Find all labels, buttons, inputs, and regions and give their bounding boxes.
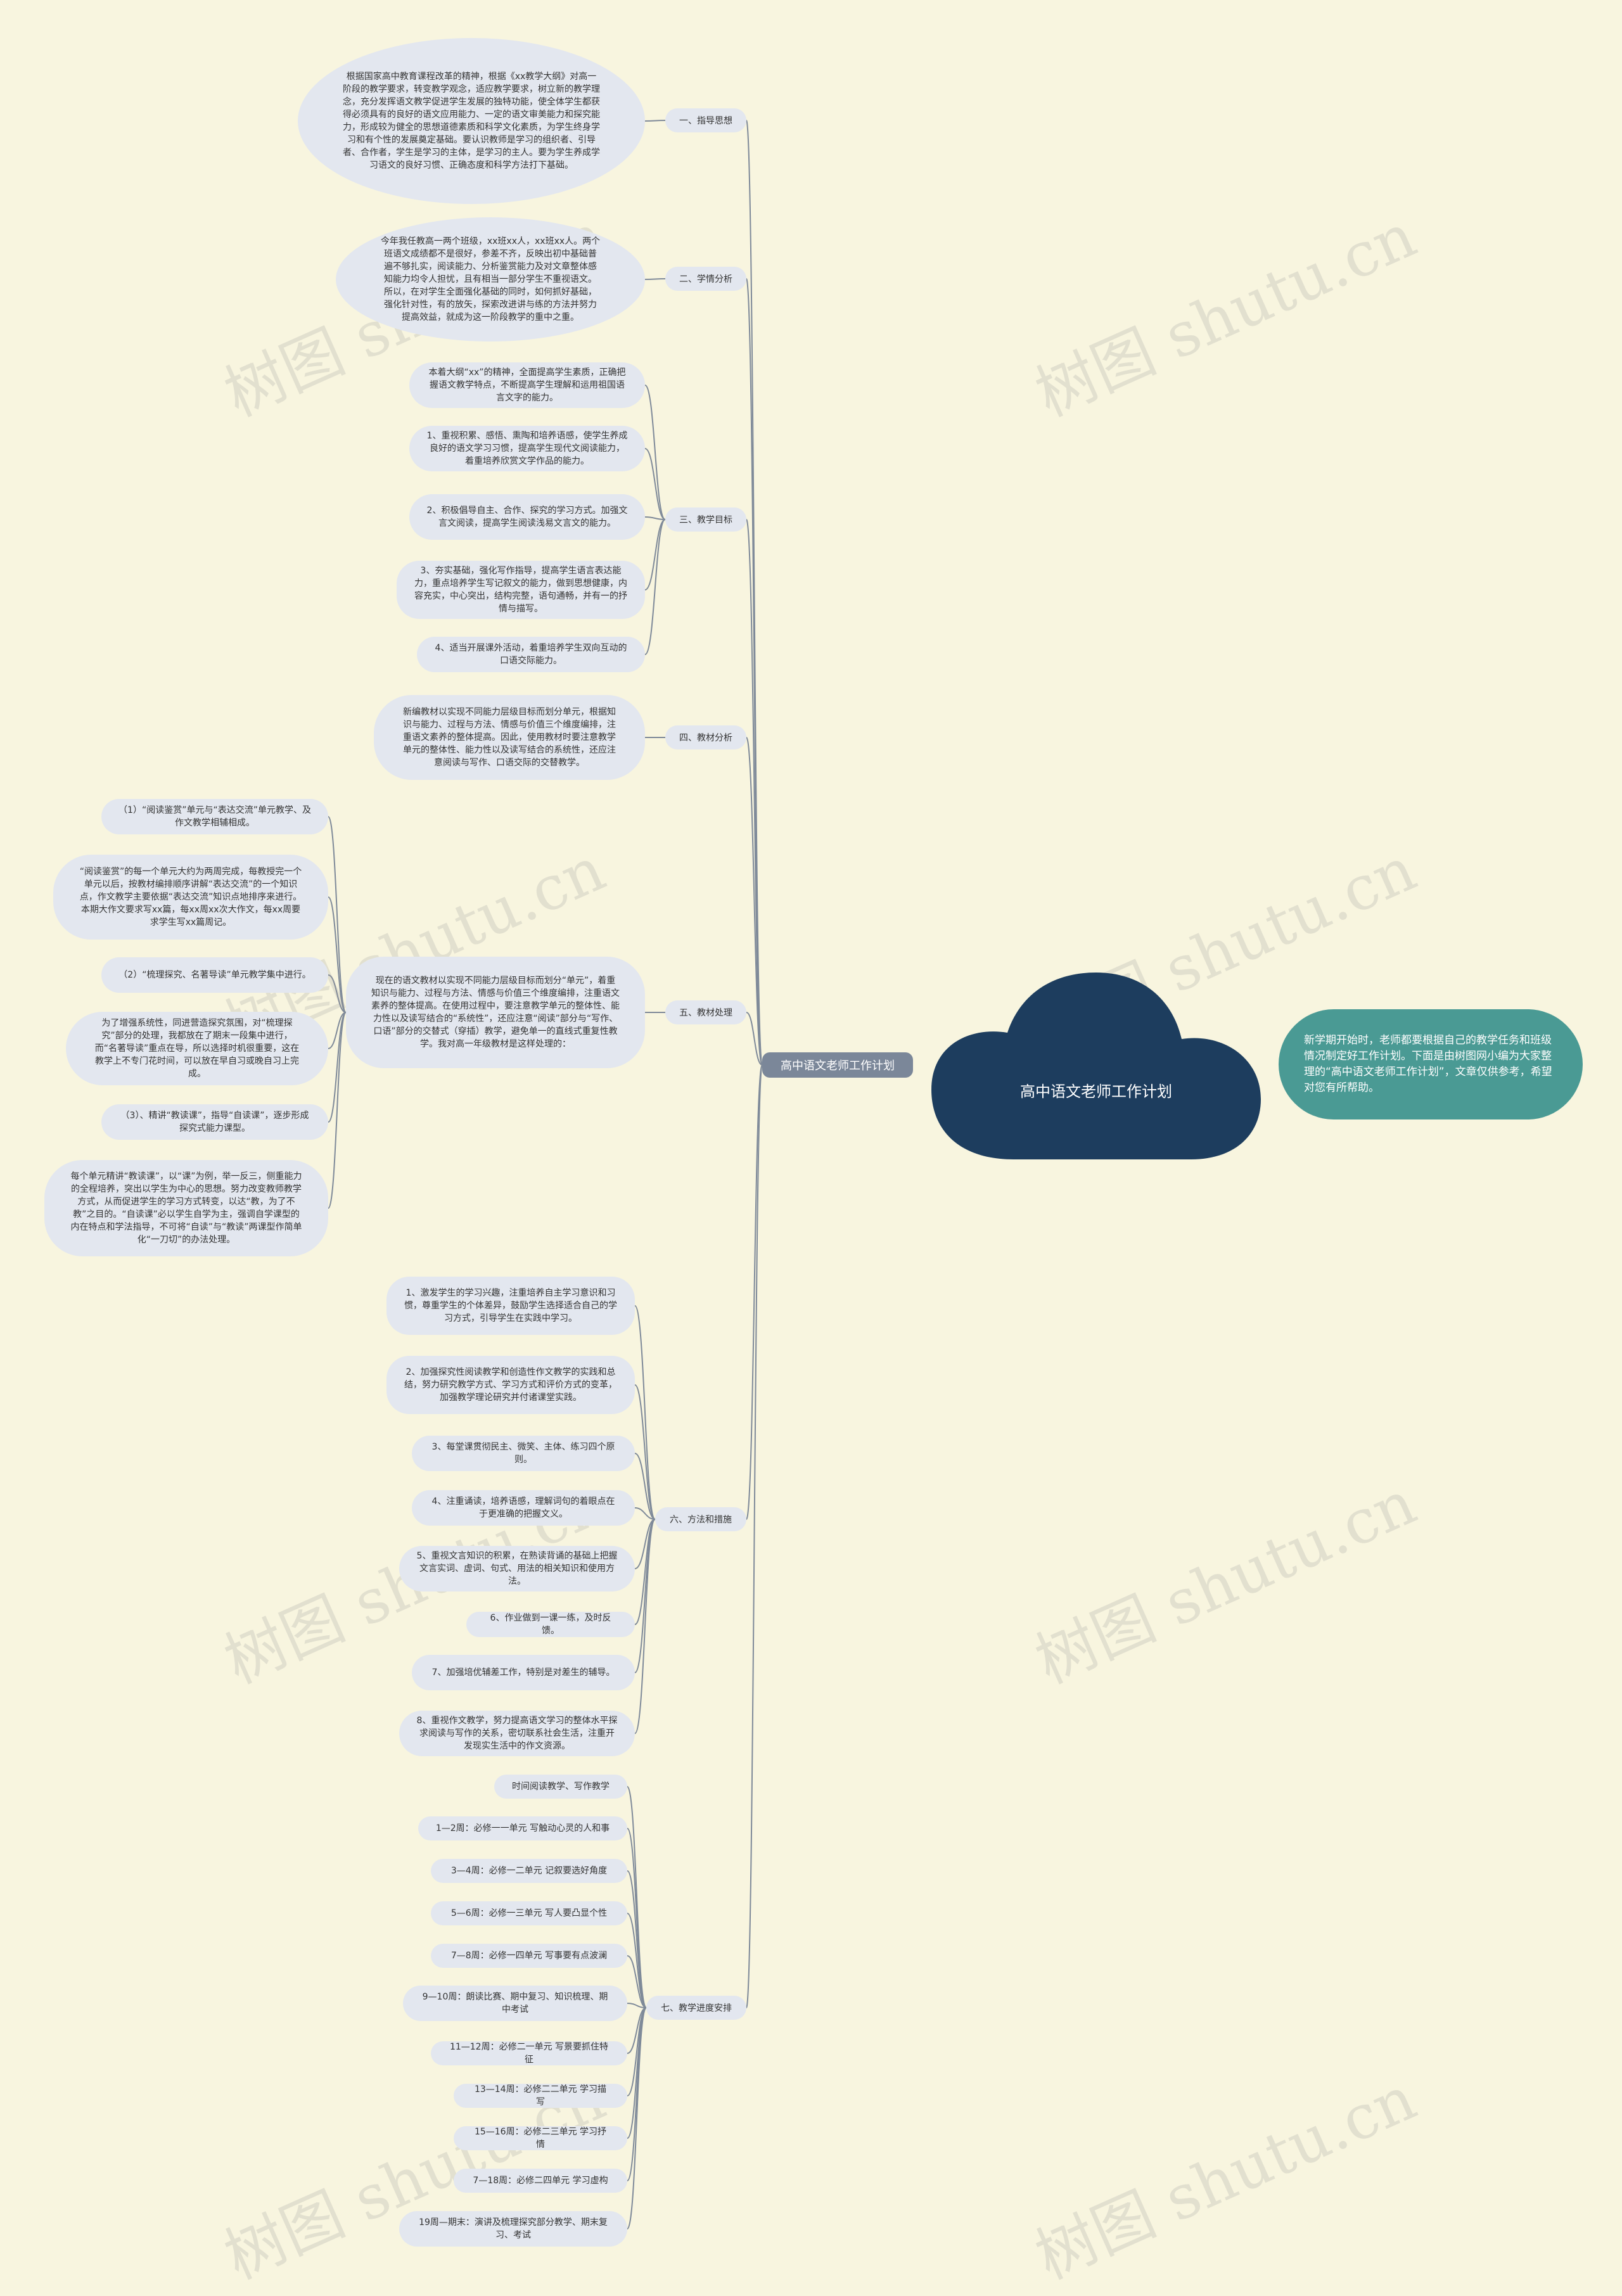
- hub-node[interactable]: 高中语文老师工作计划: [762, 1052, 913, 1078]
- leaf-node[interactable]: 6、作业做到一课一练，及时反馈。: [466, 1612, 635, 1637]
- connector-line: [634, 1519, 656, 1625]
- connector-line: [644, 448, 666, 520]
- leaf-node[interactable]: 5、重视文言知识的积累，在熟读背诵的基础上把握文言实词、虚词、句式、用法的相关知…: [399, 1546, 635, 1591]
- root-cloud-shape: [931, 973, 1261, 1159]
- leaf-node[interactable]: 1—2周：必修一一单元 写触动心灵的人和事: [418, 1816, 627, 1840]
- connector-line: [644, 120, 666, 122]
- branch-node[interactable]: 四、教材分析: [665, 725, 746, 749]
- leaf-node[interactable]: 13—14周：必修二二单元 学习描写: [454, 2084, 627, 2108]
- branch-node[interactable]: 五、教材处理: [665, 1000, 746, 1024]
- leaf-node[interactable]: 5—6周：必修一三单元 写人要凸显个性: [431, 1901, 627, 1925]
- connector-line: [634, 1519, 656, 1569]
- subleaf-node[interactable]: （3）、精讲“教读课”，指导“自读课”，逐步形成探究式能力课型。: [101, 1104, 328, 1140]
- connector-line: [627, 2007, 647, 2181]
- branch-node[interactable]: 六、方法和措施: [655, 1507, 746, 1531]
- subleaf-node[interactable]: 每个单元精讲“教读课”，以“课”为例，举一反三，侧重能力的全程培养，突出以学生为…: [44, 1160, 328, 1256]
- leaf-node[interactable]: 3—4周：必修一二单元 记叙要选好角度: [431, 1859, 627, 1883]
- leaf-node[interactable]: 8、重视作文教学，努力提高语文学习的整体水平探求阅读与写作的关系，密切联系社会生…: [399, 1711, 635, 1756]
- connector-line: [634, 1305, 656, 1520]
- connector-line: [644, 385, 666, 520]
- branch-node[interactable]: 七、教学进度安排: [646, 1996, 746, 2020]
- branch-node[interactable]: 一、指导思想: [665, 108, 746, 132]
- leaf-node[interactable]: 15—16周：必修二三单元 学习抒情: [454, 2126, 627, 2150]
- leaf-node[interactable]: 7、加强培优辅差工作，特别是对差生的辅导。: [412, 1655, 635, 1690]
- connector-line: [746, 1064, 763, 1520]
- leaf-node[interactable]: 2、积极倡导自主、合作、探究的学习方式。加强文言文阅读，提高学生阅读浅易文言文的…: [409, 494, 645, 540]
- branch-node[interactable]: 二、学情分析: [665, 267, 746, 291]
- connector-line: [627, 1955, 647, 2008]
- leaf-node[interactable]: 7—18周：必修二四单元 学习虚构: [454, 2169, 627, 2193]
- leaf-node[interactable]: 今年我任教高一两个班级，xx班xx人，xx班xx人。两个班语文成绩都不是很好，参…: [336, 217, 645, 341]
- leaf-node[interactable]: 11—12周：必修二一单元 写景要抓住特征: [431, 2041, 627, 2065]
- leaf-node[interactable]: 1、激发学生的学习兴趣，注重培养自主学习意识和习惯，尊重学生的个体差异，鼓励学生…: [386, 1277, 635, 1335]
- connector-line: [328, 1012, 347, 1209]
- leaf-node[interactable]: 现在的语文教材以实现不同能力层级目标而划分“单元”，着重知识与能力、过程与方法、…: [346, 957, 645, 1068]
- root-title[interactable]: 高中语文老师工作计划: [1020, 1083, 1172, 1100]
- subleaf-node[interactable]: 为了增强系统性，同进营造探究氛围，对“梳理探究”部分的处理，我都放在了期末一段集…: [66, 1012, 328, 1085]
- connector-line: [634, 1519, 656, 1734]
- connector-line: [644, 519, 666, 655]
- leaf-node[interactable]: 本着大纲“xx”的精神，全面提高学生素质，正确把握语文教学特点，不断提高学生理解…: [409, 362, 645, 408]
- connector-line: [634, 1453, 656, 1520]
- connector-line: [746, 519, 763, 1066]
- leaf-node[interactable]: 19周—期末：演讲及梳理探究部分教学、期末复习、考试: [399, 2211, 627, 2247]
- leaf-node[interactable]: 2、加强探究性阅读教学和创造性作文教学的实践和总结，努力研究教学方式、学习方式和…: [386, 1356, 635, 1414]
- connector-line: [627, 2003, 647, 2008]
- connector-line: [644, 519, 666, 590]
- leaf-node[interactable]: 4、适当开展课外活动，着重培养学生双向互动的口语交际能力。: [417, 637, 645, 672]
- leaf-node[interactable]: 根据国家高中教育课程改革的精神，根据《xx教学大纲》对高一阶段的教学要求，转变教…: [298, 38, 645, 204]
- connector-line: [627, 2007, 647, 2229]
- connector-line: [746, 278, 763, 1066]
- connector-line: [746, 1064, 763, 2008]
- leaf-node[interactable]: 4、注重诵读，培养语感，理解词句的着眼点在于更准确的把握文义。: [412, 1490, 635, 1526]
- connector-line: [627, 1913, 647, 2008]
- connector-line: [328, 1012, 347, 1123]
- subleaf-node[interactable]: （1）“阅读鉴赏”单元与“表达交流”单元教学、及作文教学相辅相成。: [101, 799, 328, 834]
- connector-line: [746, 1012, 763, 1066]
- connector-line: [746, 737, 763, 1066]
- leaf-node[interactable]: 时间阅读教学、写作教学: [494, 1775, 627, 1799]
- summary-note[interactable]: 新学期开始时，老师都要根据自己的教学任务和班级情况制定好工作计划。下面是由树图网…: [1279, 1009, 1583, 1119]
- subleaf-node[interactable]: （2）“梳理探究、名著导读”单元教学集中进行。: [101, 957, 328, 993]
- connector-line: [644, 516, 666, 520]
- leaf-node[interactable]: 3、每堂课贯彻民主、微笑、主体、练习四个原则。: [412, 1436, 635, 1471]
- connector-line: [634, 1384, 656, 1520]
- branch-node[interactable]: 三、教学目标: [665, 507, 746, 532]
- connector-line: [328, 1012, 347, 1049]
- leaf-node[interactable]: 3、夯实基础，强化写作指导，提高学生语言表达能力，重点培养学生写记叙文的能力，做…: [397, 561, 645, 619]
- subleaf-node[interactable]: “阅读鉴赏”的每一个单元大约为两周完成，每教授完一个单元以后，按教材编排顺序讲解…: [53, 855, 328, 940]
- leaf-node[interactable]: 9—10周：朗读比赛、期中复习、知识梳理、期中考试: [403, 1986, 627, 2021]
- connector-line: [328, 974, 347, 1013]
- connector-line: [627, 1786, 647, 2008]
- connector-line: [634, 1507, 656, 1520]
- connector-line: [328, 896, 347, 1013]
- leaf-node[interactable]: 7—8周：必修一四单元 写事要有点波澜: [431, 1944, 627, 1968]
- connector-line: [328, 816, 347, 1013]
- leaf-node[interactable]: 新编教材以实现不同能力层级目标而划分单元，根据知识与能力、过程与方法、情感与价值…: [374, 695, 645, 780]
- leaf-node[interactable]: 1、重视积累、感悟、熏陶和培养语感，使学生养成良好的语文学习习惯，提高学生现代文…: [409, 426, 645, 471]
